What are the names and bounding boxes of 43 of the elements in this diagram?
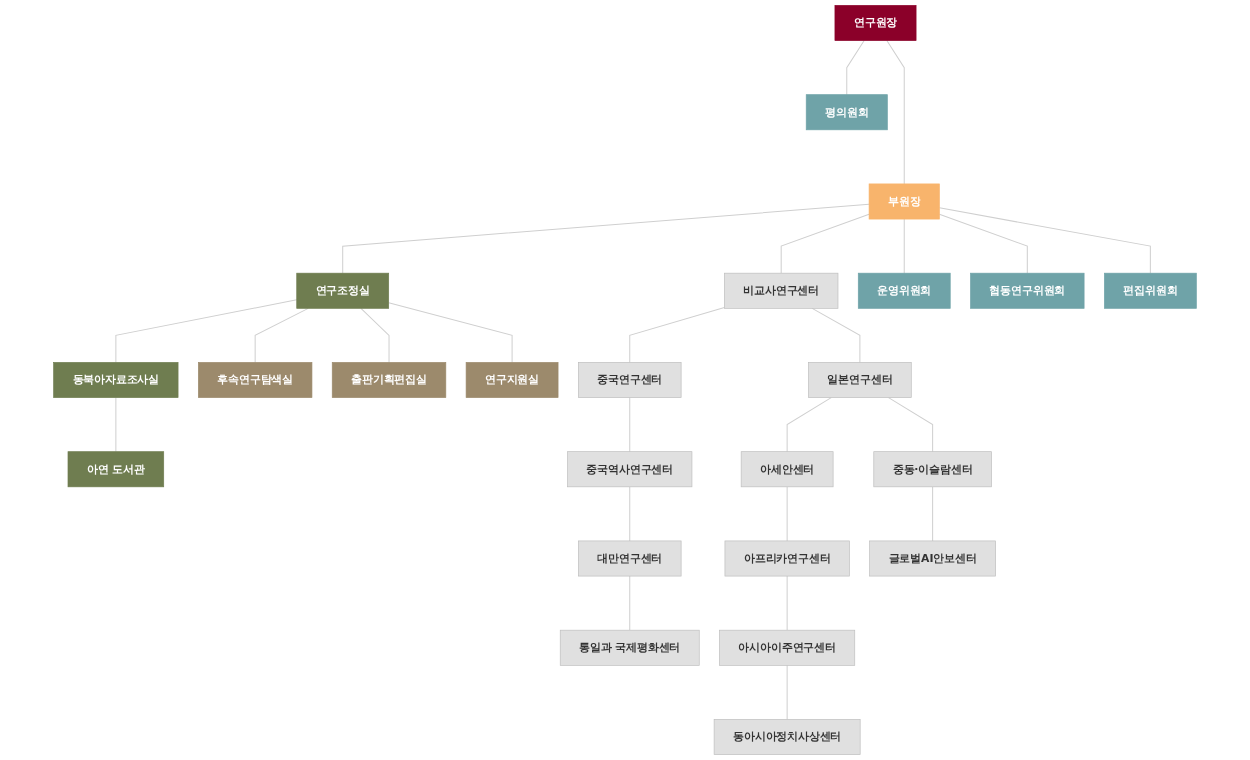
node-box: 출판기획편집실 xyxy=(331,362,447,398)
connector xyxy=(115,299,298,363)
node-box: 대만연구센터 xyxy=(578,540,682,577)
connector xyxy=(342,203,870,274)
node-box: 동아시아정치사상센터 xyxy=(713,719,861,755)
connector xyxy=(886,40,905,185)
connector xyxy=(888,397,934,453)
connector xyxy=(629,486,631,542)
connector xyxy=(629,575,631,631)
node-box: 아세안센터 xyxy=(740,451,834,488)
connector xyxy=(629,397,631,453)
node-box: 협동연구위원회 xyxy=(970,272,1085,309)
node-box: 중동·이슬람센터 xyxy=(873,451,992,488)
node-box: 중국역사연구센터 xyxy=(567,451,693,488)
node-box: 글로벌AI안보센터 xyxy=(869,540,996,577)
connector xyxy=(846,40,865,96)
node-box: 아연 도서관 xyxy=(67,451,165,488)
connector xyxy=(786,397,832,453)
node-box: 연구조정실 xyxy=(296,272,390,309)
connector xyxy=(811,307,861,363)
node-box: 동북아자료조사실 xyxy=(53,362,179,398)
node-box: 아프리카연구센터 xyxy=(724,540,850,577)
node-box: 비교사연구센터 xyxy=(724,272,839,309)
node-box: 부원장 xyxy=(868,183,940,220)
node-box: 편집위원회 xyxy=(1104,272,1197,309)
connector xyxy=(938,213,1028,274)
node-box: 연구원장 xyxy=(834,5,917,41)
node-box: 아시아이주연구센터 xyxy=(719,629,856,666)
node-box: 통일과 국제평화센터 xyxy=(559,629,700,666)
node-box: 연구지원실 xyxy=(465,362,559,398)
connector xyxy=(780,213,870,274)
node-box: 중국연구센터 xyxy=(578,362,682,398)
node-box: 후속연구탐색실 xyxy=(198,362,313,398)
connector xyxy=(932,486,934,542)
connector xyxy=(903,218,905,274)
connector xyxy=(388,302,513,363)
node-box: 평의원회 xyxy=(805,94,888,131)
node-box: 일본연구센터 xyxy=(808,362,912,398)
node-box: 운영위원회 xyxy=(857,272,951,309)
connector xyxy=(360,307,390,363)
connector xyxy=(938,207,1151,274)
connector xyxy=(254,307,309,363)
connector xyxy=(629,306,725,363)
